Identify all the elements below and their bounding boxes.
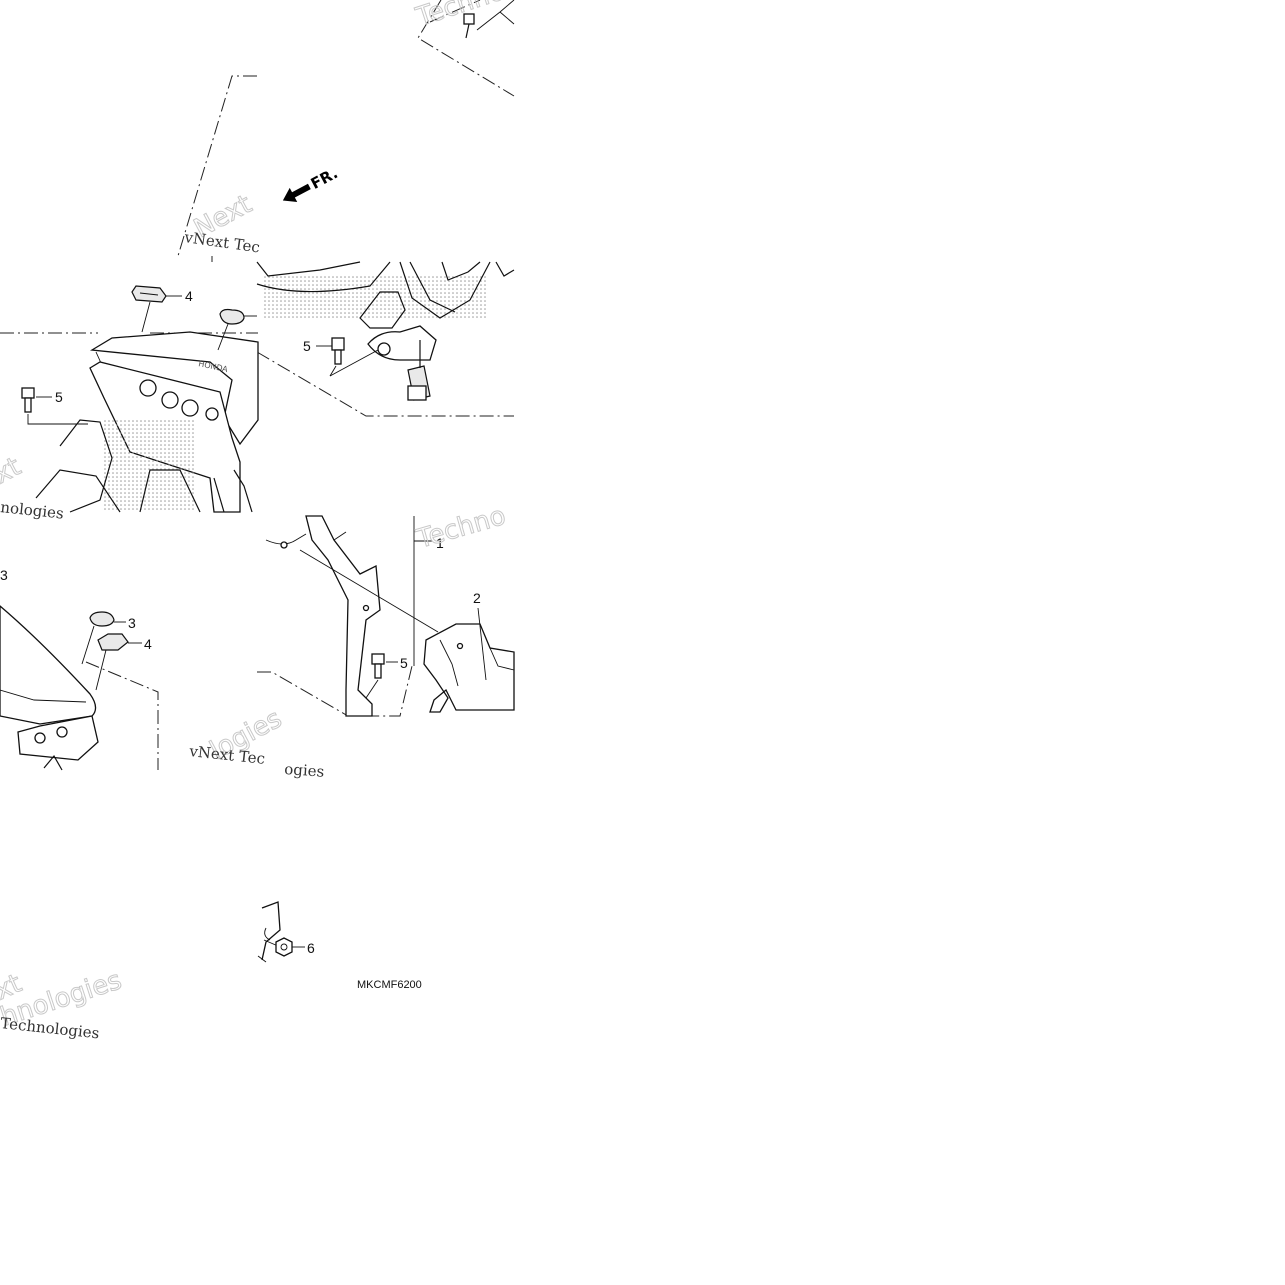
front-direction-label: FR. [308,164,341,193]
bolt-5-lower: 5 [365,653,408,699]
watermark-ghost-xt: xt [0,452,26,491]
top-panel-frame [177,75,257,262]
callout-3-lower: 3 [128,615,136,631]
watermark-ghost-techno-2: Techno [413,501,509,555]
bottom-fragment: 6 [257,901,315,963]
callout-5-mid-right: 5 [303,338,311,354]
mid-left-panel: HONDA [0,331,259,513]
bolt-5-left: 5 [21,387,88,425]
bolt-5-mid-right: 5 [303,337,379,377]
lower-left-panel: 3 [0,567,159,771]
callout-5-left: 5 [55,389,63,405]
callout-4-top: 4 [185,288,193,304]
watermarks: Techno Next vNext Tec xt nologies Techno… [0,0,510,1042]
callout-4-lower: 4 [144,636,152,652]
grommet-4-top: 4 [131,285,193,333]
diagram-code: MKCMF6200 [357,979,422,991]
front-direction-arrow: FR. [282,164,341,202]
lower-right-panel: 1 2 [257,515,515,717]
grommet-4-lower: 4 [95,633,152,691]
watermark-technologies-3: nologies [0,498,65,523]
grommet-3-top [217,308,257,351]
callout-6: 6 [307,940,315,956]
callout-5-lower: 5 [400,655,408,671]
callout-3-left: 3 [0,567,8,583]
callout-1: 1 [436,535,444,551]
watermark-brand-1: vNext Tec [182,228,261,257]
watermark-technologies-1: Technologies [0,1014,100,1042]
watermark-fragment-ogies: ogies [284,760,325,781]
callout-2: 2 [473,590,481,606]
mid-right-panel [256,261,515,417]
grommet-3-lower: 3 [81,611,136,665]
top-right-fragment [417,0,515,97]
